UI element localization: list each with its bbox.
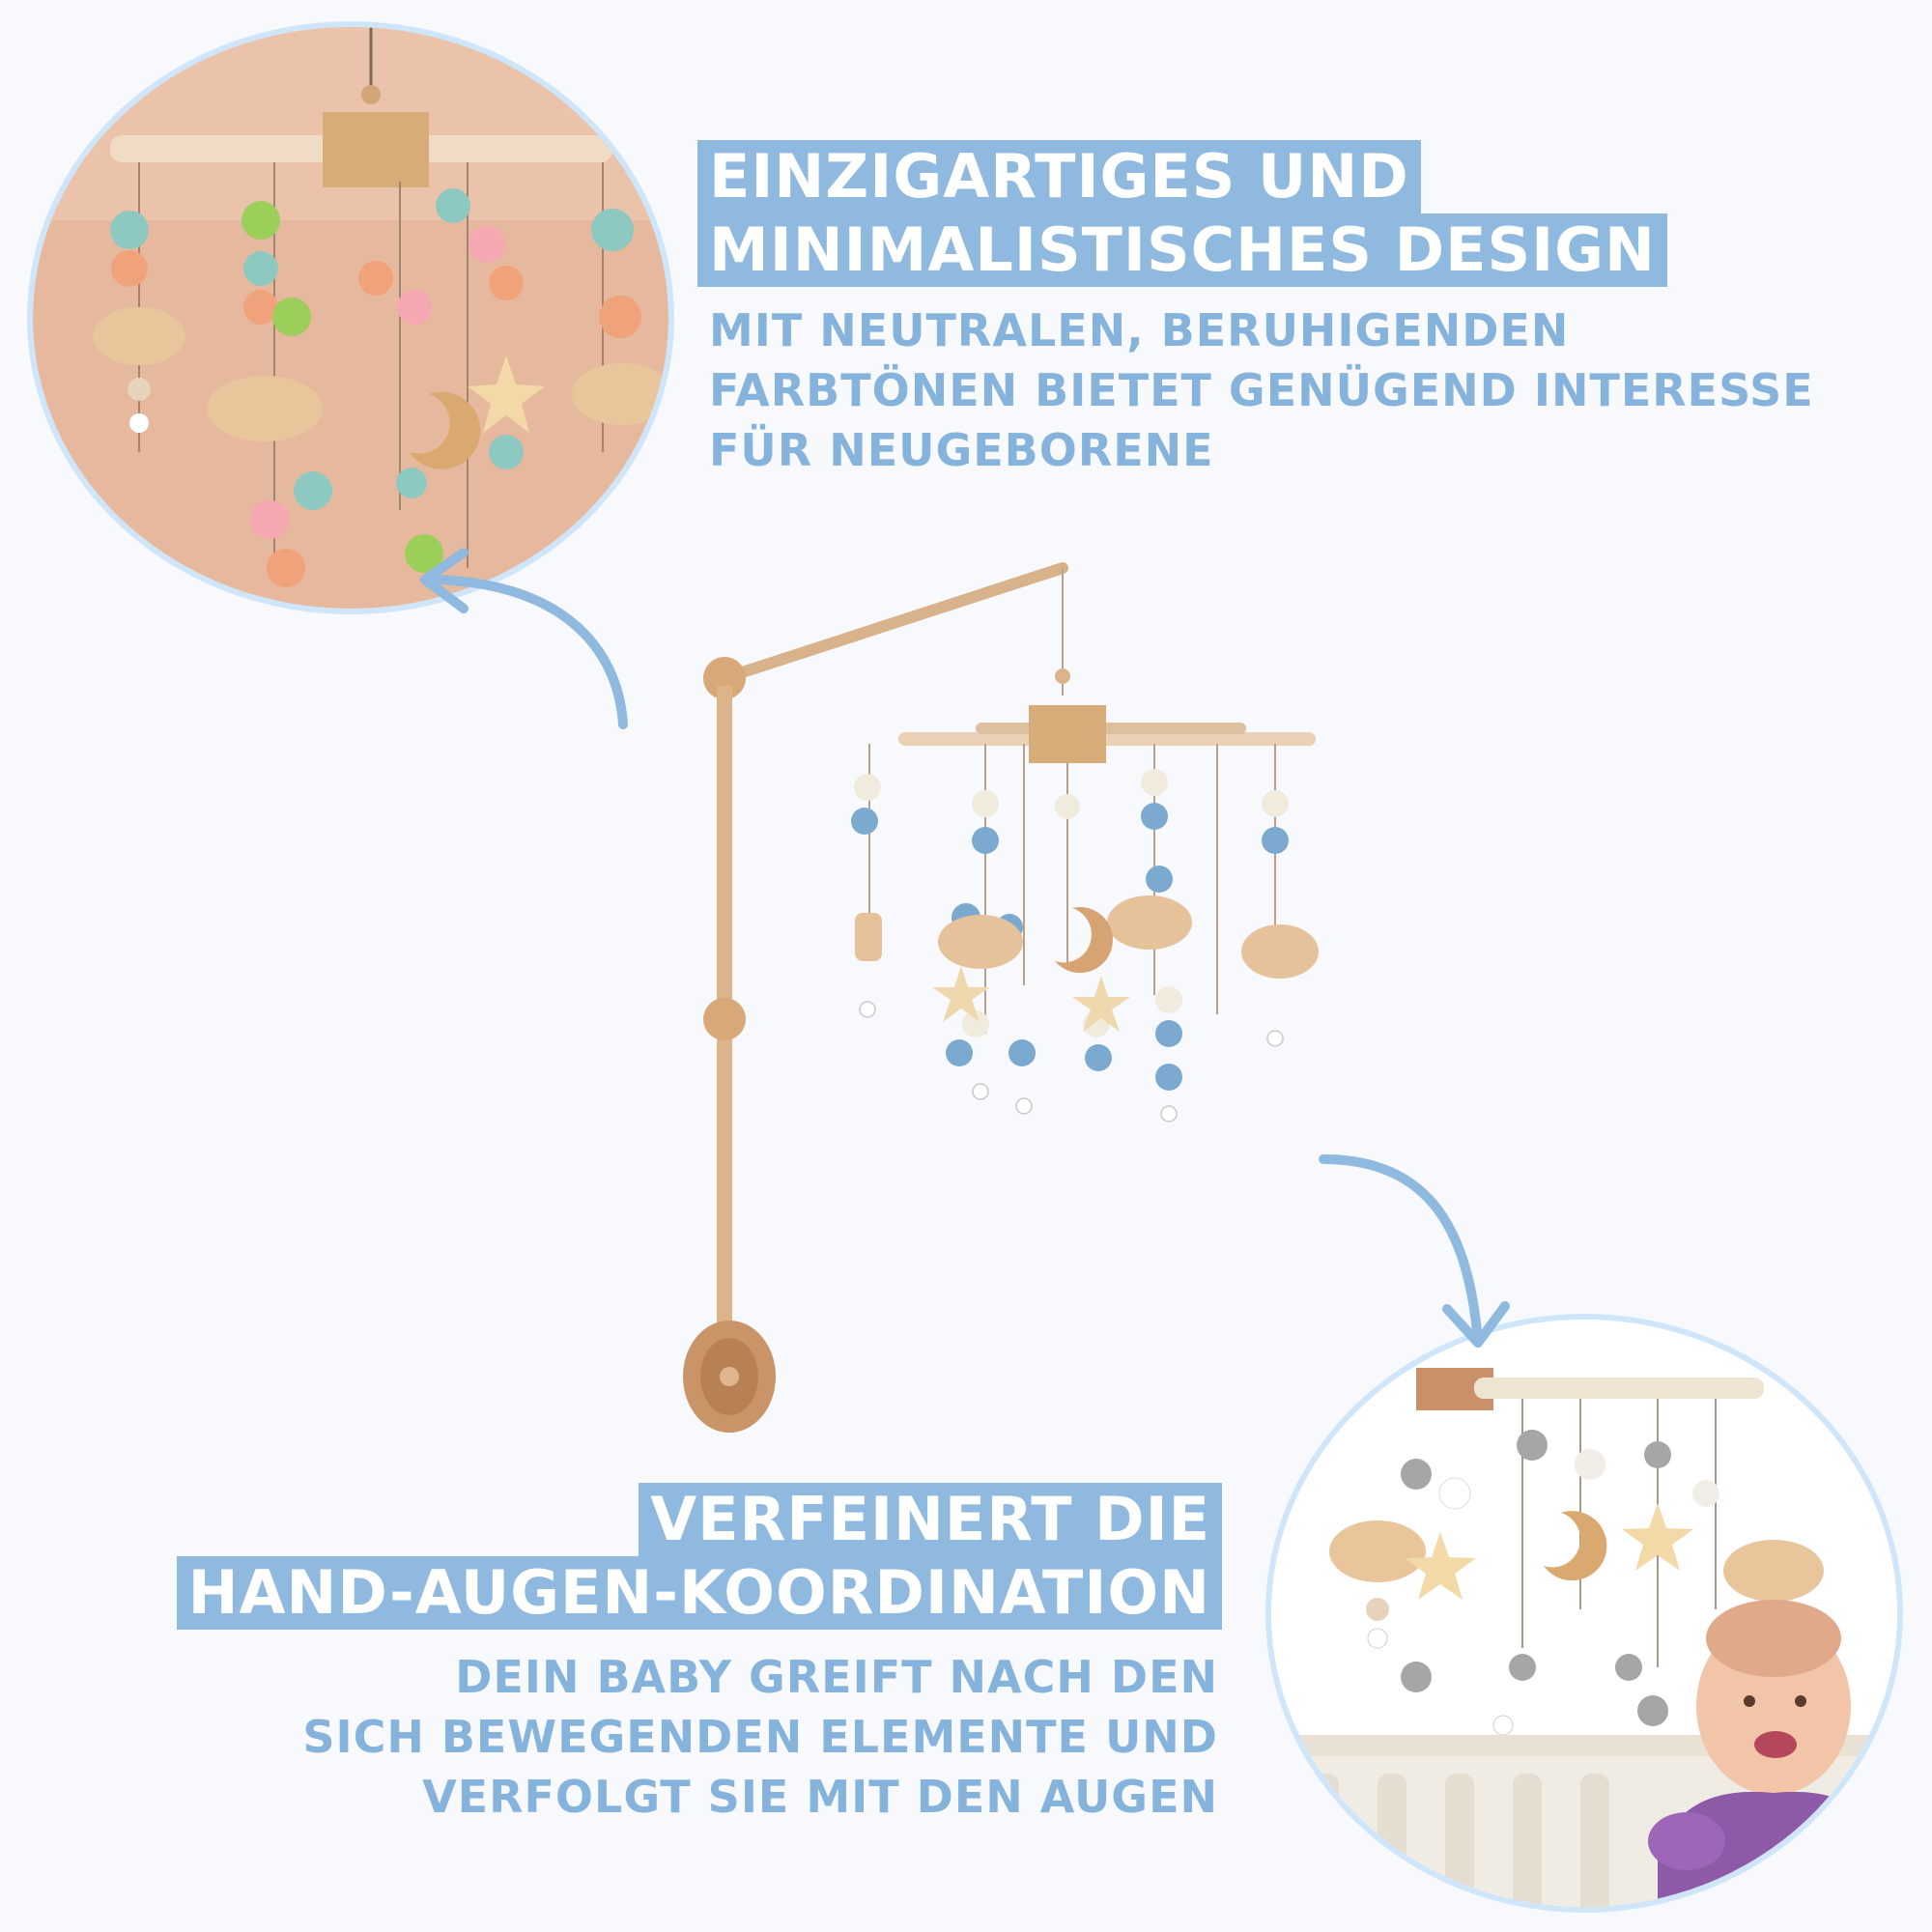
feature-bottom-body-line: DEIN BABY GREIFT NACH DEN bbox=[455, 1651, 1218, 1703]
feature-bottom-title-line: HAND-AUGEN-KOORDINATION bbox=[176, 1556, 1222, 1630]
detail-circle-baby-in-crib bbox=[1265, 1314, 1903, 1913]
feature-top-title-line: MINIMALISTISCHES DESIGN bbox=[697, 213, 1667, 287]
feature-top-block: EINZIGARTIGES UND MINIMALISTISCHES DESIG… bbox=[697, 140, 1814, 480]
wooden-clouds-moons-stars bbox=[855, 895, 1319, 1032]
feature-bottom-body-line: VERFOLGT SIE MIT DEN AUGEN bbox=[422, 1771, 1218, 1823]
feature-bottom-title-line: VERFEINERT DIE bbox=[639, 1483, 1222, 1556]
arrow-curved-up-left-icon bbox=[420, 548, 628, 729]
feature-top-body-line: FÜR NEUGEBORENE bbox=[709, 424, 1214, 476]
feature-top-body: MIT NEUTRALEN, BERUHIGENDEN FARBTÖNEN BI… bbox=[697, 300, 1814, 480]
feature-top-title-line: EINZIGARTIGES UND bbox=[697, 140, 1421, 213]
mobile-arm bbox=[683, 562, 1068, 1433]
feature-top-body-line: MIT NEUTRALEN, BERUHIGENDEN bbox=[709, 304, 1570, 356]
feature-bottom-body: DEIN BABY GREIFT NACH DEN SICH BEWEGENDE… bbox=[177, 1647, 1222, 1827]
feature-bottom-block: VERFEINERT DIE HAND-AUGEN-KOORDINATION D… bbox=[176, 1483, 1222, 1827]
baby-in-crib-image bbox=[1271, 1320, 1897, 1907]
feature-top-body-line: FARBTÖNEN BIETET GENÜGEND INTERESSE bbox=[709, 364, 1814, 416]
feature-bottom-title: VERFEINERT DIE HAND-AUGEN-KOORDINATION bbox=[176, 1483, 1222, 1630]
felt-balls-cream bbox=[854, 769, 1289, 1037]
arrow-curved-down-icon bbox=[1319, 1154, 1510, 1348]
detail-circle-pastel-mobile bbox=[27, 21, 674, 614]
pastel-mobile-closeup-image bbox=[33, 27, 668, 609]
felt-balls-blue bbox=[851, 803, 1289, 1091]
feature-bottom-body-line: SICH BEWEGENDEN ELEMENTE UND bbox=[302, 1711, 1218, 1763]
feature-top-title: EINZIGARTIGES UND MINIMALISTISCHES DESIG… bbox=[697, 140, 1814, 287]
wooden-crib-mobile-product-image bbox=[683, 562, 1319, 1433]
